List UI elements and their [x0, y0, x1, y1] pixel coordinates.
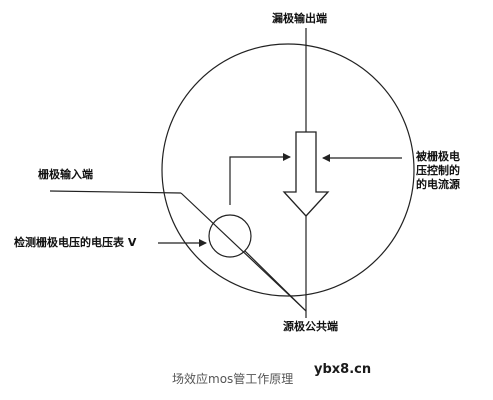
controlled-source-label-line1: 被栅极电	[416, 150, 460, 163]
voltmeter-circle	[208, 214, 252, 258]
caption: 场效应mos管工作原理	[172, 372, 294, 386]
controlled-source-label-line3: 的电流源	[416, 178, 460, 191]
gate-input-line	[49, 190, 182, 194]
control-path	[229, 153, 291, 205]
current-source-arrow	[282, 131, 330, 217]
voltmeter-label: 检测栅极电压的电压表 V	[14, 236, 137, 249]
source-label: 源极公共端	[283, 320, 338, 333]
watermark: ybx8.cn	[314, 362, 372, 377]
gate-label: 栅极输入端	[38, 168, 93, 181]
drain-label: 漏极输出端	[272, 12, 327, 25]
controlled-source-label: 被栅极电 压控制的 的电流源	[416, 150, 472, 192]
device-circle	[161, 43, 415, 297]
controlled-source-label-line2: 压控制的	[416, 164, 460, 177]
voltmeter-source-line	[244, 250, 307, 312]
